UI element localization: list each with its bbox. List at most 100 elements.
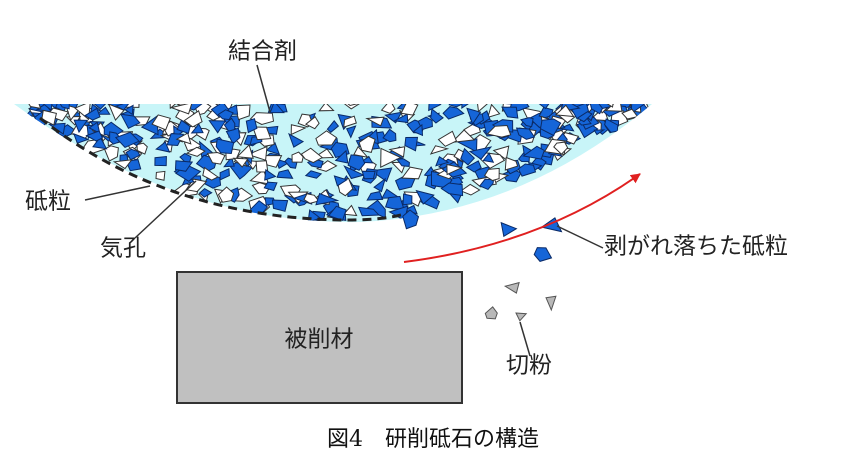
abrasive-grain-shape (357, 206, 381, 217)
pore-shape (304, 116, 320, 130)
pore-shape (255, 160, 269, 173)
abrasive-grain-shape (198, 187, 213, 198)
abrasive-grain-shape (384, 195, 405, 210)
abrasive-grain-shape (604, 118, 619, 133)
abrasive-grain-shape (404, 136, 419, 152)
pore-shape (400, 104, 419, 116)
leader-chips (519, 321, 531, 357)
abrasive-grain-shape (515, 127, 536, 140)
pore-shape (169, 104, 185, 110)
abrasive-grain-shape (361, 170, 376, 180)
abrasive-grain-shape (466, 107, 482, 126)
abrasive-grain-shape (304, 170, 323, 179)
pore-shape (459, 183, 481, 196)
leader-grain (84, 185, 151, 201)
abrasive-grain-shape (125, 148, 141, 161)
pore-shape (450, 129, 476, 144)
abrasive-grain-shape (396, 158, 410, 167)
chips-group (484, 281, 557, 322)
abrasive-grain-shape (519, 117, 534, 128)
abrasive-grain-shape (179, 152, 192, 164)
pore-shape (437, 130, 458, 147)
chips-label: 切粉 (506, 353, 552, 379)
abrasive-grain-shape (120, 113, 141, 129)
abrasive-grain-shape (435, 155, 450, 167)
pore-shape (202, 166, 219, 181)
pore-shape (476, 104, 492, 113)
pore-shape (236, 144, 254, 159)
abrasive-grain-shape (373, 177, 386, 193)
pore-shape (24, 104, 42, 110)
pore-shape (380, 147, 402, 169)
wheel-particles (24, 104, 652, 223)
abrasive-grain-shape (215, 138, 235, 155)
detached-grain (402, 209, 420, 230)
pore-shape (486, 124, 512, 138)
abrasive-grain-shape (263, 181, 278, 192)
leader-binder (256, 64, 271, 113)
abrasive-grain-shape (103, 121, 124, 137)
abrasive-grain-shape (114, 131, 140, 149)
abrasive-grain-shape (219, 167, 230, 181)
abrasive-grain-shape (223, 117, 236, 132)
abrasive-grain-shape (501, 106, 519, 119)
pore-shape (358, 135, 376, 153)
abrasive-grain-shape (334, 149, 349, 164)
abrasive-grain-shape (392, 113, 409, 124)
abrasive-grain-shape (95, 106, 111, 115)
abrasive-grain-shape (269, 104, 285, 114)
abrasive-grain-shape (327, 205, 347, 222)
abrasive-grain-shape (384, 111, 403, 124)
abrasive-grain-shape (40, 104, 53, 111)
abrasive-grain-shape (84, 107, 101, 121)
pore-shape (183, 110, 203, 128)
abrasive-grain-shape (315, 192, 340, 206)
pore-shape (290, 124, 307, 136)
abrasive-grain-shape (73, 119, 89, 134)
pore-shape (246, 145, 268, 161)
pore-shape (232, 157, 249, 168)
abrasive-grain-shape (366, 191, 384, 201)
leader-detached (556, 225, 604, 249)
pore-shape (446, 163, 464, 176)
binder-label: 結合剤 (228, 39, 297, 65)
pore-shape (300, 147, 324, 164)
pore-shape (340, 104, 366, 110)
pore-shape (343, 115, 357, 128)
abrasive-grain-shape (155, 141, 171, 153)
abrasive-grain-shape (539, 118, 562, 137)
abrasive-grain-shape (419, 194, 441, 210)
pore-shape (388, 146, 406, 158)
abrasive-grain-shape (166, 133, 185, 147)
pore-shape (315, 130, 338, 146)
abrasive-grain-shape (479, 178, 495, 191)
abrasive-grain-shape (494, 104, 514, 105)
workpiece-label: 被削材 (285, 327, 354, 353)
pore-shape (553, 141, 569, 155)
abrasive-grain-shape (208, 120, 227, 134)
abrasive-grain-shape (538, 104, 554, 110)
pore-shape (316, 160, 338, 172)
pore-shape (155, 170, 166, 181)
detached-grain (500, 221, 518, 238)
abrasive-grain-shape (593, 129, 606, 136)
abrasive-grain-shape (154, 155, 167, 167)
pore-shape (107, 104, 125, 122)
pore-shape (342, 204, 358, 217)
pore-shape (483, 167, 500, 182)
abrasive-grain-shape (468, 146, 493, 160)
pore-label: 気孔 (100, 236, 146, 262)
pore-shape (252, 126, 272, 141)
abrasive-grain-shape (210, 104, 230, 118)
abrasive-grain-shape (217, 109, 234, 121)
pore-shape (380, 104, 396, 114)
abrasive-grain-shape (343, 165, 366, 180)
abrasive-grain-shape (589, 104, 604, 115)
detached-grains-group (402, 209, 563, 262)
abrasive-grain-shape (448, 104, 464, 108)
pore-shape (169, 104, 193, 115)
abrasive-grain-shape (190, 123, 204, 134)
abrasive-grain-shape (57, 104, 70, 110)
abrasive-grain-shape (430, 108, 444, 124)
